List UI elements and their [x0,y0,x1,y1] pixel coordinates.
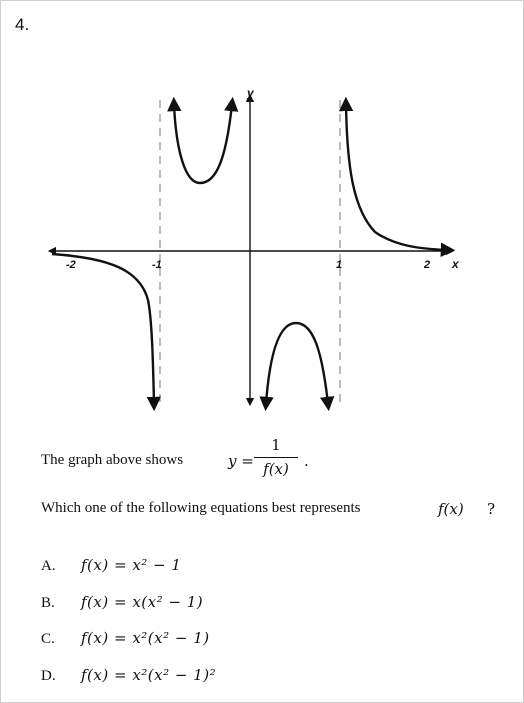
prompt-question-mark: ? [487,500,496,518]
fraction-bar [254,457,298,458]
choice-c[interactable]: C. f(x) = x²(x² − 1) [41,629,210,648]
curve-left-branch [51,252,162,412]
choice-letter: D. [41,668,56,684]
choice-b[interactable]: B. f(x) = x(x² − 1) [41,593,203,612]
x-tick-1: 1 [336,259,342,271]
y-axis-label: y [246,86,255,100]
reciprocal-graph: -2 -1 1 2 x y [47,86,460,412]
choice-equation: f(x) = x²(x² − 1)² [81,666,217,684]
fraction: 1 f(x) [254,436,298,478]
x-tick-neg2: -2 [66,259,76,271]
question-number: 4. [15,15,30,34]
choice-letter: C. [41,631,55,647]
x-tick-neg1: -1 [152,259,162,271]
curve-right-branch [338,96,456,257]
choice-equation: f(x) = x² − 1 [81,556,182,574]
choice-d[interactable]: D. f(x) = x²(x² − 1)² [41,666,216,685]
fraction-denominator: f(x) [263,460,289,478]
curve-upper-middle [167,96,239,185]
choice-equation: f(x) = x(x² − 1) [81,593,204,611]
choice-a[interactable]: A. f(x) = x² − 1 [41,556,181,575]
prompt-function: f(x) [438,500,464,518]
stem-text: The graph above shows [41,452,184,468]
y-equals: y = [228,452,254,470]
choice-letter: B. [41,595,55,611]
x-axis-label: x [451,257,460,271]
prompt-text: Which one of the following equations bes… [41,500,361,516]
fraction-numerator: 1 [271,436,281,454]
choice-equation: f(x) = x²(x² − 1) [81,629,210,647]
x-tick-2: 2 [423,259,430,271]
choice-letter: A. [41,558,56,574]
stem-period: . [304,452,309,470]
curve-lower-middle [259,321,335,412]
